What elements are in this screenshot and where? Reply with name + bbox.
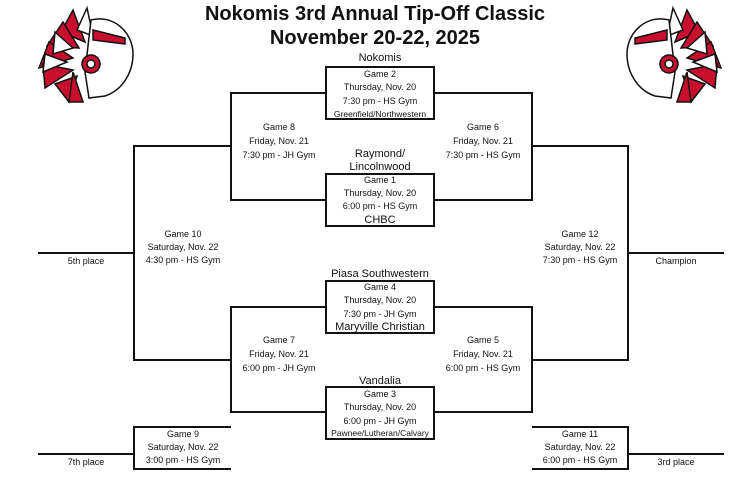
game-12-day: Saturday, Nov. 22 [544,242,616,252]
game-5-day: Friday, Nov. 21 [453,349,513,359]
team-raymond-line1: Raymond/ [354,148,406,160]
game-2-day: Thursday, Nov. 20 [343,82,417,92]
tournament-dates: November 20-22, 2025 [269,27,481,49]
indian-head-logo-icon [37,5,134,104]
game-6-time: 7:30 pm - HS Gym [445,150,521,160]
fifth-place-label: 5th place [67,256,105,266]
game-2-time: 7:30 pm - HS Gym [342,96,418,106]
game-3-day: Thursday, Nov. 20 [343,402,417,412]
team-maryville: Maryville Christian [335,321,425,333]
game-4-name: Game 4 [363,282,396,292]
game-9-day: Saturday, Nov. 22 [147,442,219,452]
game-7-time: 6:00 pm - JH Gym [242,363,316,373]
team-chbc: CHBC [364,214,396,226]
game-1-name: Game 1 [363,175,396,185]
game-12-name: Game 12 [561,229,599,239]
tournament-title: Nokomis 3rd Annual Tip-Off Classic [204,3,546,25]
game-9-name: Game 9 [166,429,199,439]
game-10-time: 4:30 pm - HS Gym [145,255,221,265]
game-1-day: Thursday, Nov. 20 [343,188,417,198]
game-5-time: 6:00 pm - HS Gym [445,363,521,373]
game-6-day: Friday, Nov. 21 [453,136,513,146]
game-1-box [325,173,435,227]
game-11-day: Saturday, Nov. 22 [544,442,616,452]
game-3-name: Game 3 [363,389,396,399]
game-3-time: 6:00 pm - JH Gym [343,416,417,426]
game-8-time: 7:30 pm - JH Gym [242,150,316,160]
champion-label: Champion [655,256,697,266]
team-raymond-line2: Lincolnwood [349,161,411,173]
indian-head-logo-icon [626,5,723,104]
game-11-time: 6:00 pm - HS Gym [542,455,618,465]
game-4-day: Thursday, Nov. 20 [343,295,417,305]
game-7-day: Friday, Nov. 21 [249,349,309,359]
game-9-time: 3:00 pm - HS Gym [145,455,221,465]
game-2-name: Game 2 [363,69,396,79]
team-nokomis: Nokomis [358,52,402,64]
game-10-name: Game 10 [164,229,202,239]
team-greenfield: Greenfield/Northwestern [333,109,427,119]
game-1-time: 6:00 pm - HS Gym [342,201,418,211]
team-piasa: Piasa Southwestern [331,268,429,280]
game-6-name: Game 6 [466,122,499,132]
game-4-time: 7:30 pm - JH Gym [343,309,417,319]
game-3-box [325,386,435,440]
game-2-box [325,66,435,120]
game-12-time: 7:30 pm - HS Gym [542,255,618,265]
team-pawnee: Pawnee/Lutheran/Calvary [331,428,429,438]
game-11-name: Game 11 [561,429,599,439]
game-5-name: Game 5 [466,335,499,345]
game-10-day: Saturday, Nov. 22 [147,242,219,252]
team-vandalia: Vandalia [359,375,401,387]
third-place-label: 3rd place [657,457,695,467]
seventh-place-label: 7th place [67,457,105,467]
game-4-box [325,280,435,334]
game-7-name: Game 7 [262,335,295,345]
game-8-name: Game 8 [262,122,295,132]
game-8-day: Friday, Nov. 21 [249,136,309,146]
